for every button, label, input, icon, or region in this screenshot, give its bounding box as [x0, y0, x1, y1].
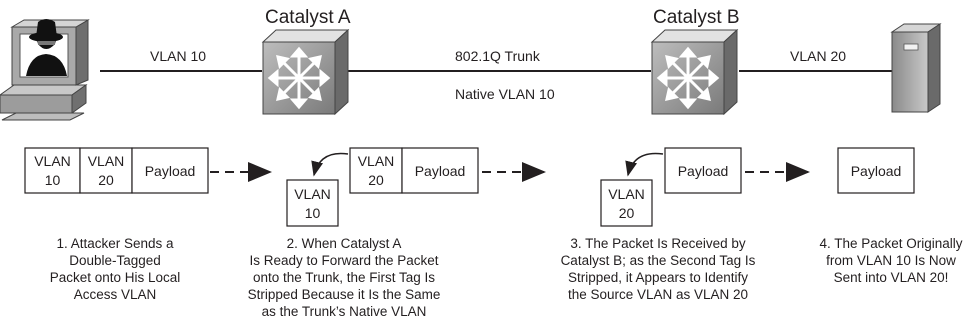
- step1-payload: Payload: [145, 163, 196, 179]
- step3-caption-line: 3. The Packet Is Received by: [570, 236, 746, 251]
- step2-caption-line: Is Ready to Forward the Packet: [249, 253, 438, 268]
- trunk-link-label: 802.1Q Trunk: [455, 48, 541, 64]
- step3-caption-line: Stripped, it Appears to Identify: [568, 270, 748, 285]
- step2-caption: 2. When Catalyst A Is Ready to Forward t…: [248, 236, 441, 319]
- step3-strip-curve-arrow: [625, 152, 664, 177]
- step4-frame: Payload: [837, 147, 915, 194]
- step1-tag1-line2: 10: [45, 172, 61, 188]
- step1-caption-line: Packet onto His Local: [50, 270, 181, 285]
- step3-frame: VLAN 20 Payload: [600, 147, 742, 227]
- step2-frame: VLAN 10 VLAN 20 Payload: [286, 147, 479, 227]
- step1-caption-line: Double-Tagged: [69, 253, 161, 268]
- step3-stripped-tag-line1: VLAN: [608, 186, 645, 202]
- step3-stripped-tag-line2: 20: [619, 205, 635, 221]
- step1-frame: VLAN 10 VLAN 20 Payload: [24, 147, 209, 194]
- step2-tag-line2: 20: [368, 172, 384, 188]
- server-icon: [890, 23, 942, 113]
- step2-stripped-tag-line1: VLAN: [294, 186, 331, 202]
- step4-caption-line: Sent into VLAN 20!: [834, 270, 949, 285]
- catalyst-a-switch-icon: [261, 28, 350, 116]
- step1-tag2-line1: VLAN: [88, 153, 125, 169]
- step4-caption: 4. The Packet Originally from VLAN 10 Is…: [819, 236, 962, 285]
- native-vlan-label: Native VLAN 10: [455, 86, 555, 102]
- victim-link-label: VLAN 20: [790, 48, 846, 64]
- step3-payload: Payload: [678, 163, 729, 179]
- step1-caption-line: 1. Attacker Sends a: [56, 236, 174, 251]
- step2-payload: Payload: [415, 163, 466, 179]
- step4-caption-line: 4. The Packet Originally: [819, 236, 962, 251]
- hacker-silhouette-icon: [26, 19, 67, 76]
- step1-caption: 1. Attacker Sends a Double-Tagged Packet…: [50, 236, 181, 302]
- step4-caption-line: from VLAN 10 Is Now: [826, 253, 956, 268]
- step2-caption-line: onto the Trunk, the First Tag Is: [253, 270, 435, 285]
- step3-caption-line: Catalyst B; as the Second Tag Is: [561, 253, 756, 268]
- step1-caption-line: Access VLAN: [74, 287, 157, 302]
- step1-tag2-line2: 20: [98, 172, 114, 188]
- step2-tag-line1: VLAN: [358, 153, 395, 169]
- step2-stripped-tag-line2: 10: [305, 205, 321, 221]
- step3-caption-line: the Source VLAN as VLAN 20: [568, 287, 748, 302]
- step3-caption: 3. The Packet Is Received by Catalyst B;…: [561, 236, 756, 302]
- step2-caption-line: Stripped Because it Is the Same: [248, 287, 441, 302]
- step1-tag1-line1: VLAN: [34, 153, 71, 169]
- step2-caption-line: as the Trunk’s Native VLAN: [262, 304, 427, 319]
- step2-caption-line: 2. When Catalyst A: [287, 236, 402, 251]
- catalyst-b-switch-icon: [650, 28, 739, 116]
- step4-payload: Payload: [851, 163, 902, 179]
- attacker-link-label: VLAN 10: [150, 48, 206, 64]
- step2-strip-curve-arrow: [311, 152, 349, 177]
- catalyst-b-label: Catalyst B: [653, 7, 740, 28]
- catalyst-a-label: Catalyst A: [265, 7, 351, 28]
